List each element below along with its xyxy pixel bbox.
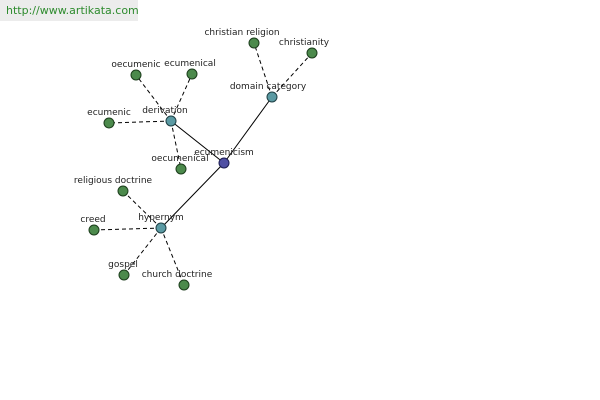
node-oecumenical[interactable] (175, 163, 187, 175)
node-label-christianity[interactable]: christianity (279, 38, 330, 48)
node-label-christian-religion[interactable]: christian religion (204, 28, 279, 38)
node-ecumenic[interactable] (103, 117, 115, 129)
edge-domain-category-to-christianity (271, 52, 313, 98)
edge-hypernym-to-religious-doctrine (122, 190, 162, 229)
edge-domain-category-to-christian-religion (253, 42, 273, 98)
node-christianity[interactable] (306, 47, 318, 59)
node-oecumenic[interactable] (130, 69, 142, 81)
node-label-church-doctrine[interactable]: church doctrine (142, 270, 213, 280)
node-label-hypernym[interactable]: hypernym (138, 213, 184, 223)
node-label-domain-category[interactable]: domain category (230, 82, 307, 92)
node-gospel[interactable] (118, 269, 130, 281)
node-label-ecumenical[interactable]: ecumenical (164, 59, 216, 69)
node-label-oecumenic[interactable]: oecumenic (111, 60, 160, 70)
nodes-layer (88, 37, 318, 291)
node-creed[interactable] (88, 224, 100, 236)
edge-derivation-to-ecumenical (170, 73, 193, 122)
node-hypernym[interactable] (155, 222, 167, 234)
edge-hypernym-to-gospel (123, 227, 162, 276)
node-domain-category[interactable] (266, 91, 278, 103)
edge-derivation-to-ecumenic (108, 120, 172, 124)
edge-derivation-to-oecumenic (135, 74, 172, 122)
edge-ecumenicism-to-domain-category (223, 96, 273, 164)
node-ecumenicism[interactable] (218, 157, 230, 169)
node-ecumenical[interactable] (186, 68, 198, 80)
node-label-ecumenic[interactable]: ecumenic (87, 108, 131, 118)
node-label-gospel[interactable]: gospel (108, 260, 138, 270)
node-label-derivation[interactable]: derivation (142, 106, 188, 116)
edge-hypernym-to-creed (93, 227, 162, 231)
node-christian-religion[interactable] (248, 37, 260, 49)
node-label-religious-doctrine[interactable]: religious doctrine (74, 176, 153, 186)
edges-layer (93, 42, 313, 286)
node-label-oecumenical[interactable]: oecumenical (151, 154, 208, 164)
edge-ecumenicism-to-hypernym (160, 162, 225, 229)
node-religious-doctrine[interactable] (117, 185, 129, 197)
edge-hypernym-to-church-doctrine (160, 227, 185, 286)
node-label-ecumenicism[interactable]: ecumenicism (194, 148, 254, 158)
source-url-link[interactable]: http://www.artikata.com (0, 0, 139, 21)
node-church-doctrine[interactable] (178, 279, 190, 291)
edge-ecumenicism-to-derivation (170, 120, 225, 164)
node-label-creed[interactable]: creed (80, 215, 105, 225)
edge-derivation-to-oecumenical (170, 120, 182, 170)
node-derivation[interactable] (165, 115, 177, 127)
labels-layer: ecumenicism derivation domain category hype… (74, 28, 330, 280)
